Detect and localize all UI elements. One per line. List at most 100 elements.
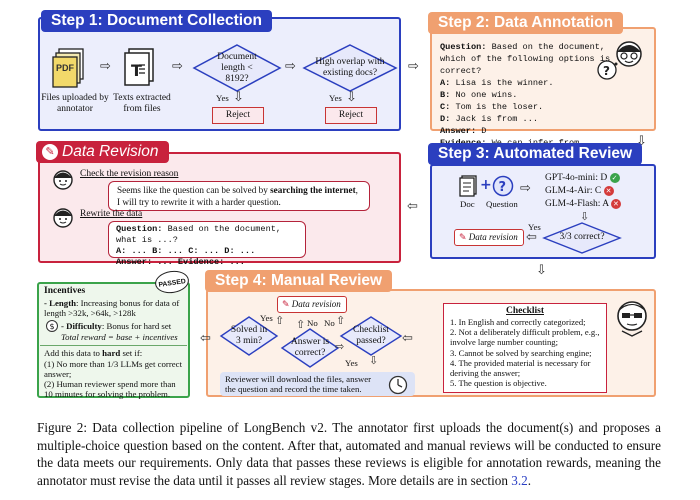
arrow-up-icon: ⇧ [336, 314, 346, 327]
caption-text: Figure 2: Data collection pipeline of Lo… [37, 420, 661, 488]
annotator-avatar-icon: ? [597, 41, 642, 80]
rewrite-label: Rewrite the data [80, 209, 143, 219]
correct-diamond-shape [280, 328, 340, 368]
question-icon: ? [492, 175, 514, 197]
section-reference-link[interactable]: 3.2 [511, 472, 528, 488]
solved-question: Solved in 3 min? [230, 325, 268, 346]
length-diamond-shape [192, 44, 282, 92]
svg-text:?: ? [499, 180, 507, 195]
checklist-item: 4. The provided material is necessary fo… [450, 357, 591, 379]
arrow-right-icon: ⇨ [408, 59, 419, 74]
question-key: Question: [440, 42, 487, 52]
arrow-down-icon: ⇩ [636, 134, 647, 149]
options-line: A: ... B: ... C: ... D: ... [116, 246, 256, 256]
arrow-right-icon: ⇨ [172, 59, 183, 74]
passed-text: PASSED [158, 278, 187, 289]
check-diamond-shape [542, 222, 622, 254]
arrow-left-icon: ⇦ [200, 331, 211, 346]
caption-text: . [527, 472, 532, 488]
reason-text: , I will try to rewrite it with a harder… [117, 185, 358, 207]
arrow-left-icon: ⇦ [526, 230, 537, 245]
length-text: : Increasing bonus for data of length >3… [44, 298, 180, 318]
answer-key: Answer: [440, 126, 477, 136]
no-label: No [307, 318, 318, 328]
arrow-left-icon: ⇦ [402, 331, 413, 346]
model-row: GLM-4-Air: C ✕ [545, 185, 645, 198]
no-label: No [324, 318, 335, 328]
text-document-icon: T [124, 48, 154, 86]
step1-title: Step 1: Document Collection [41, 10, 272, 32]
reason-bold: searching the internet [270, 185, 356, 195]
divider-line [40, 345, 187, 346]
pdf-files-icon [52, 48, 84, 88]
reviewer-note: Reviewer will download the files, answer… [225, 374, 372, 394]
model-row: GLM-4-Flash: A ✕ [545, 198, 645, 211]
edit-icon: ✎ [282, 300, 290, 310]
overlap-question: High overlap with existing docs? [315, 57, 385, 78]
step3-title: Step 3: Automated Review [428, 143, 643, 165]
checklist-diamond-shape [339, 316, 403, 356]
checklist-item: 2. Not a deliberately difficult problem,… [450, 327, 600, 348]
incentives-title: Incentives [44, 286, 86, 296]
option-text: No one wins. [455, 90, 518, 100]
total-reward: Total reward = base + incentives [61, 332, 178, 342]
arrow-up-icon: ⇧ [296, 318, 306, 331]
annotator-avatar-icon [53, 170, 73, 190]
arrow-right-icon: ⇨ [335, 340, 345, 353]
hard-condition: (2) Human reviewer spend more than 10 mi… [44, 379, 176, 399]
pdf-label: PDF [56, 63, 74, 73]
model-row: GPT-4o-mini: D ✓ [545, 172, 645, 185]
arrow-right-icon: ⇨ [100, 59, 111, 74]
model-name: GLM-4-Air: C [545, 186, 602, 196]
option-key: A: [440, 78, 451, 88]
arrow-down-icon: ⇩ [369, 354, 379, 367]
option-key: D: [440, 114, 451, 124]
revision-reason-bubble: Seems like the question can be solved by… [108, 181, 370, 211]
length-question: Document length < 8192? [217, 51, 257, 84]
rewrite-bubble: Question: Based on the document, what is… [108, 221, 306, 267]
model-name: GPT-4o-mini: D [545, 173, 608, 183]
check-reason-label: Check the revision reason [80, 169, 179, 179]
checklist-box: Checklist 1. In English and correctly ca… [443, 303, 607, 393]
cross-icon: ✕ [610, 199, 621, 209]
answer-text: D [481, 126, 487, 136]
length-incentive: - Length: Increasing bonus for data of l… [44, 298, 186, 318]
checklist-item: 5. The question is objective. [450, 378, 547, 389]
yes-label: Yes [260, 313, 273, 323]
hard-bold: hard [102, 348, 121, 358]
reviewer-avatar-icon [617, 301, 647, 337]
hard-intro-text: set if: [120, 348, 143, 358]
question-label: Question [486, 199, 518, 209]
arrow-down-icon: ⇩ [346, 90, 357, 105]
files-label: Files uploaded by annotator [41, 93, 109, 114]
option-text: Lisa is the winner. [455, 78, 554, 88]
step4-title: Step 4: Manual Review [205, 270, 393, 292]
svg-text:?: ? [603, 64, 610, 78]
doc-icon [459, 175, 477, 197]
reject-box: Reject [325, 107, 377, 124]
yes-label: Yes [345, 358, 358, 368]
length-key: - Length [44, 298, 77, 308]
yes-label: Yes [528, 222, 541, 232]
figure-caption: Figure 2: Data collection pipeline of Lo… [37, 419, 661, 489]
texts-label: Texts extracted from files [113, 93, 171, 114]
option-key: C: [440, 102, 451, 112]
arrow-left-icon: ⇦ [407, 199, 418, 214]
clock-icon [388, 375, 408, 395]
incentives-panel [37, 282, 190, 398]
arrow-down-icon: ⇩ [233, 90, 244, 105]
checklist-question: Checklist passed? [353, 325, 389, 346]
question-text: Based on the document, what is ...? [116, 224, 282, 245]
arrow-down-icon: ⇩ [536, 263, 547, 278]
option-text: Tom is the loser. [455, 102, 544, 112]
question-key: Question: [116, 224, 163, 234]
data-revision-box: ✎ Data revision [454, 229, 524, 246]
option-text: Jack is from ... [455, 114, 539, 124]
arrow-up-icon: ⇧ [275, 314, 285, 327]
reason-text: Seems like the question can be solved by [117, 185, 271, 195]
yes-label: Yes [216, 93, 229, 103]
svg-text:T: T [131, 61, 142, 80]
difficulty-key: - Difficulty [61, 321, 102, 331]
hard-set-intro: Add this data to hard set if: [44, 348, 142, 359]
data-revision-label: Data revision [468, 232, 518, 242]
